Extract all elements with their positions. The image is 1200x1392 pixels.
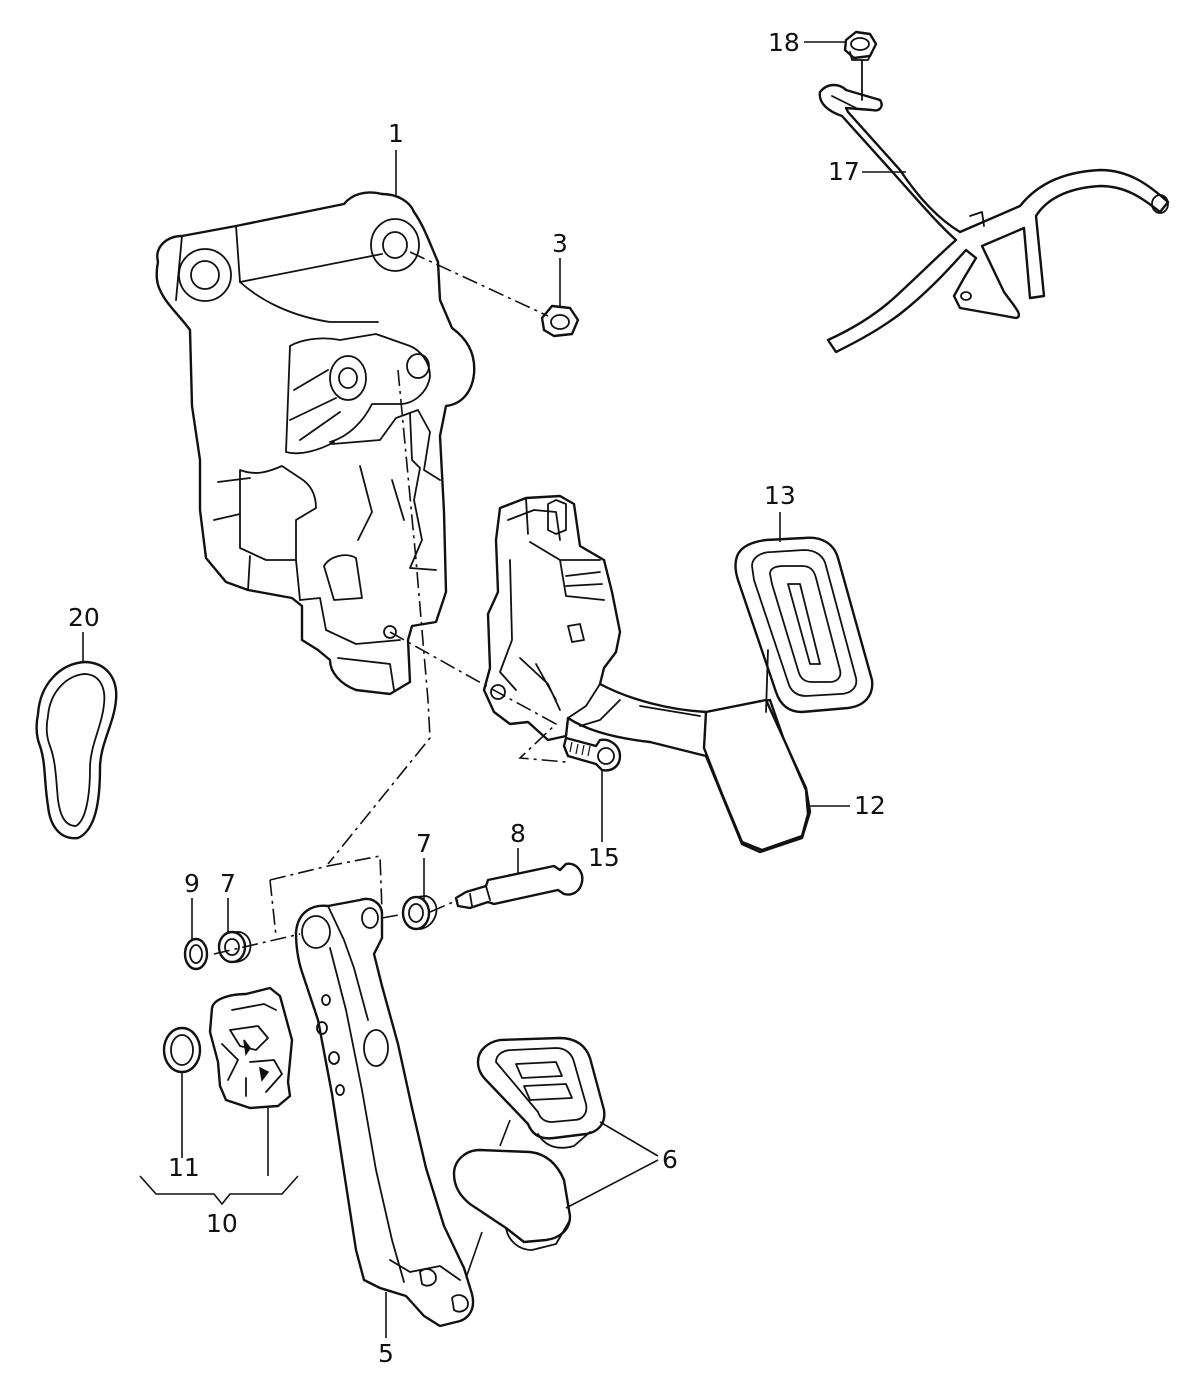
part-7-bushing-right <box>401 895 438 931</box>
part-11-sleeve <box>162 1026 202 1074</box>
callout-15: 15 <box>588 843 620 872</box>
callout-6: 6 <box>662 1145 678 1174</box>
part-1-pedal-bracket <box>155 191 476 696</box>
part-15-screw <box>562 736 622 772</box>
callout-3: 3 <box>552 229 568 258</box>
callout-7-right: 7 <box>416 829 432 858</box>
part-20-seal <box>35 660 118 840</box>
leader-lines <box>82 41 906 1338</box>
callout-18: 18 <box>768 28 800 57</box>
callout-labels: 1 3 5 6 7 7 8 9 10 11 12 13 15 17 18 20 <box>68 28 886 1368</box>
part-12-accelerator-pedal <box>482 494 812 854</box>
assembly-lines <box>213 251 567 955</box>
callout-8: 8 <box>510 819 526 848</box>
callout-9: 9 <box>184 869 200 898</box>
part-18-nut <box>843 30 878 61</box>
part-13-pedal-pad <box>734 536 874 714</box>
callout-13: 13 <box>764 481 796 510</box>
callout-11: 11 <box>168 1153 200 1182</box>
callout-7-left: 7 <box>220 869 236 898</box>
callout-20: 20 <box>68 603 100 632</box>
part-9-washer <box>183 937 209 971</box>
callout-17: 17 <box>828 157 860 186</box>
part-8-pivot-pin <box>454 862 584 910</box>
callout-1: 1 <box>388 119 404 148</box>
callout-10: 10 <box>206 1209 238 1238</box>
callout-12: 12 <box>854 791 886 820</box>
part-10-clip <box>208 986 294 1110</box>
part-5-pedal-arm <box>294 897 475 1328</box>
callout-5: 5 <box>378 1339 394 1368</box>
part-17-bracket <box>818 59 1170 354</box>
part-6-pedal-pads <box>452 1036 606 1251</box>
part-3-nut <box>540 304 580 338</box>
